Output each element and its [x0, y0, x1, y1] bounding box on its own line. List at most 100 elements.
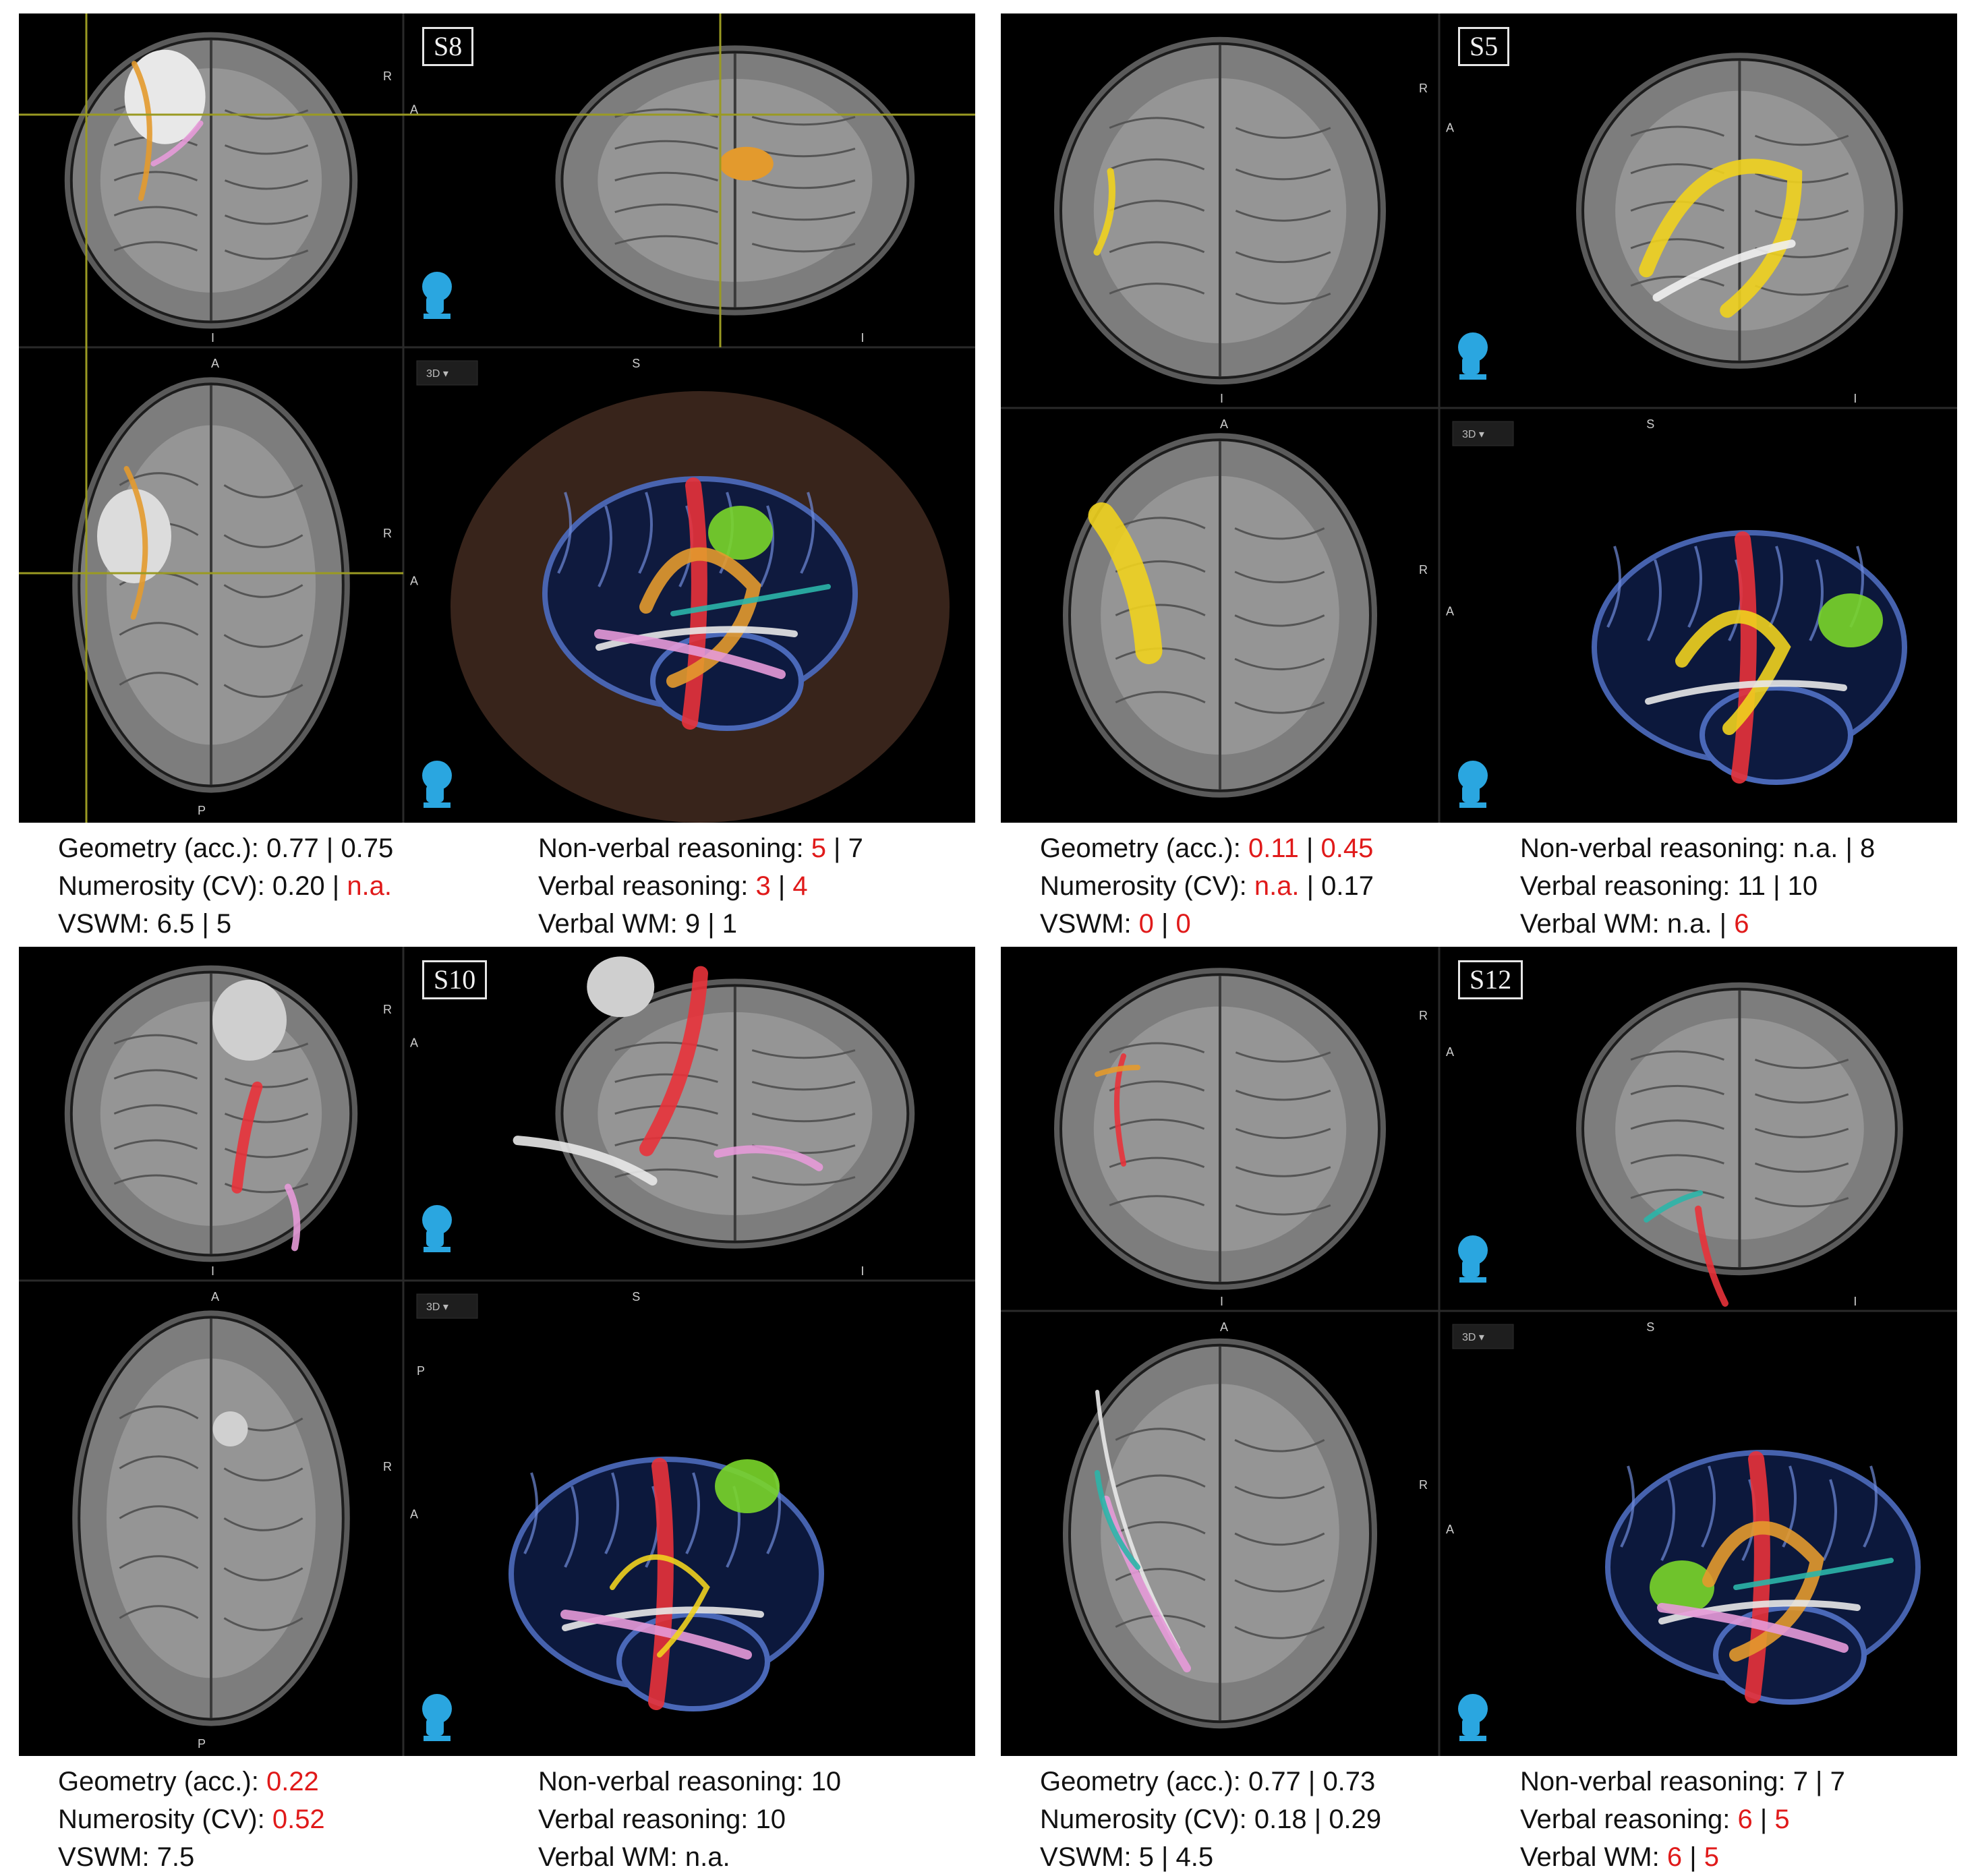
fiber-tract — [132, 61, 152, 202]
sulcus — [224, 250, 309, 260]
metric-value: 5 — [1774, 1805, 1790, 1834]
metric-value: 0.17 — [1321, 871, 1374, 901]
metric-value: 6.5 — [156, 909, 195, 939]
sulcus — [751, 243, 856, 253]
orientation-label-r: R — [1419, 82, 1428, 95]
metric-row: Verbal reasoning: 6 | 5 — [1520, 1805, 1790, 1834]
metric-row: Verbal reasoning: 11 | 10 — [1520, 871, 1818, 901]
metric-name: VSWM — [58, 909, 142, 939]
metric-value: 5 — [216, 909, 232, 939]
sulcus — [113, 1104, 198, 1115]
corticospinal-tract — [682, 477, 707, 730]
metric-row: Verbal WM: n.a. — [538, 1842, 730, 1872]
metric-name: Verbal reasoning — [538, 871, 741, 901]
metric-name: Verbal reasoning — [1520, 871, 1723, 901]
metric-value: 0.77 — [1248, 1767, 1301, 1796]
arcuate-tract — [639, 547, 761, 688]
metric-row: Geometry (acc.): 0.22 — [58, 1767, 319, 1796]
metric-name: Verbal reasoning — [538, 1805, 741, 1834]
ilf-tract — [1733, 1558, 1894, 1590]
metric-name: Numerosity (CV) — [1040, 871, 1240, 901]
orientation-label-p: P — [198, 1737, 206, 1751]
view-mode-dropdown[interactable]: 3D ▾ — [416, 360, 478, 386]
view-mode-dropdown[interactable]: 3D ▾ — [416, 1293, 478, 1319]
fiber-tract — [285, 1183, 301, 1252]
axial-slice — [72, 377, 350, 793]
sulcus — [113, 206, 198, 216]
metric-name: Numerosity (CV) — [58, 1805, 258, 1834]
fiber-tract — [1093, 168, 1115, 256]
coronal-slice — [1054, 968, 1386, 1290]
sulcus — [1109, 1080, 1205, 1092]
gyrus-outline — [604, 1472, 619, 1554]
sulcus — [614, 1136, 718, 1146]
sulcus — [1235, 1089, 1331, 1101]
sulcus — [119, 672, 199, 686]
gyrus-outline — [598, 505, 612, 587]
sulcus — [223, 1567, 303, 1581]
metric-value: 0.73 — [1323, 1767, 1376, 1796]
metric-name: Verbal WM — [538, 1842, 670, 1872]
orientation-label-i: I — [211, 331, 214, 345]
orientation-label-i: I — [1853, 1295, 1857, 1308]
orientation-label-a: A — [211, 357, 219, 370]
metric-row: Non-verbal reasoning: 5 | 7 — [538, 833, 863, 863]
axial-slice — [1063, 1338, 1377, 1729]
orientation-label-i: I — [1220, 392, 1223, 405]
metric-value: 7 — [848, 833, 863, 863]
metric-name: Geometry (acc.) — [58, 1767, 252, 1796]
orientation-label-r: R — [383, 1460, 392, 1473]
gyrus-outline — [1701, 1465, 1716, 1548]
sulcus — [224, 179, 309, 190]
sulcus — [223, 584, 303, 598]
tumor-lesion — [97, 489, 171, 583]
gyrus-outline — [1822, 1479, 1837, 1561]
sulcus — [1235, 1204, 1331, 1216]
orientation-label-a: A — [211, 1290, 219, 1303]
sulcus — [1115, 1568, 1206, 1581]
fiber-tract — [1102, 1496, 1191, 1672]
metric-value: 10 — [811, 1767, 842, 1796]
subject-label: S5 — [1458, 27, 1510, 66]
sagittal-slice — [1576, 53, 1903, 369]
view-mode-dropdown[interactable]: 3D ▾ — [1452, 1324, 1514, 1349]
gyrus-outline — [1768, 546, 1783, 628]
head-orientation-icon — [422, 761, 452, 808]
tumor-lesion — [212, 979, 287, 1061]
sulcus — [1630, 1188, 1724, 1200]
sulcus — [1630, 1084, 1724, 1096]
metric-value: 6 — [1666, 1842, 1683, 1872]
sulcus — [751, 1081, 856, 1091]
metric-row: Numerosity (CV): 0.52 — [58, 1805, 325, 1834]
sulcus — [1234, 614, 1325, 627]
sulcus — [224, 214, 309, 225]
view-mode-label: 3D ▾ — [1462, 1332, 1484, 1343]
orientation-label-i: I — [1220, 1295, 1223, 1308]
metric-name: Verbal WM — [1520, 909, 1652, 939]
tumor-segmentation — [1818, 593, 1883, 647]
sulcus — [1235, 292, 1331, 305]
gyrus-outline — [685, 1472, 700, 1554]
metric-row: Numerosity (CV): 0.18 | 0.29 — [1040, 1805, 1382, 1834]
sulcus — [223, 484, 303, 498]
sulcus — [1234, 1439, 1325, 1453]
metric-row: VSWM: 5 | 4.5 — [1040, 1842, 1214, 1872]
orientation-label-s: S — [1646, 417, 1654, 431]
sulcus — [1109, 200, 1205, 212]
sulcus — [751, 1049, 856, 1059]
orientation-label-r: R — [383, 527, 392, 540]
sulcus — [1115, 517, 1206, 529]
metric-name: Numerosity (CV) — [58, 871, 258, 901]
orientation-label-a: A — [1446, 605, 1454, 618]
metric-row: VSWM: 6.5 | 5 — [58, 909, 232, 939]
view-mode-dropdown[interactable]: 3D ▾ — [1452, 421, 1514, 446]
sulcus — [1630, 125, 1724, 137]
